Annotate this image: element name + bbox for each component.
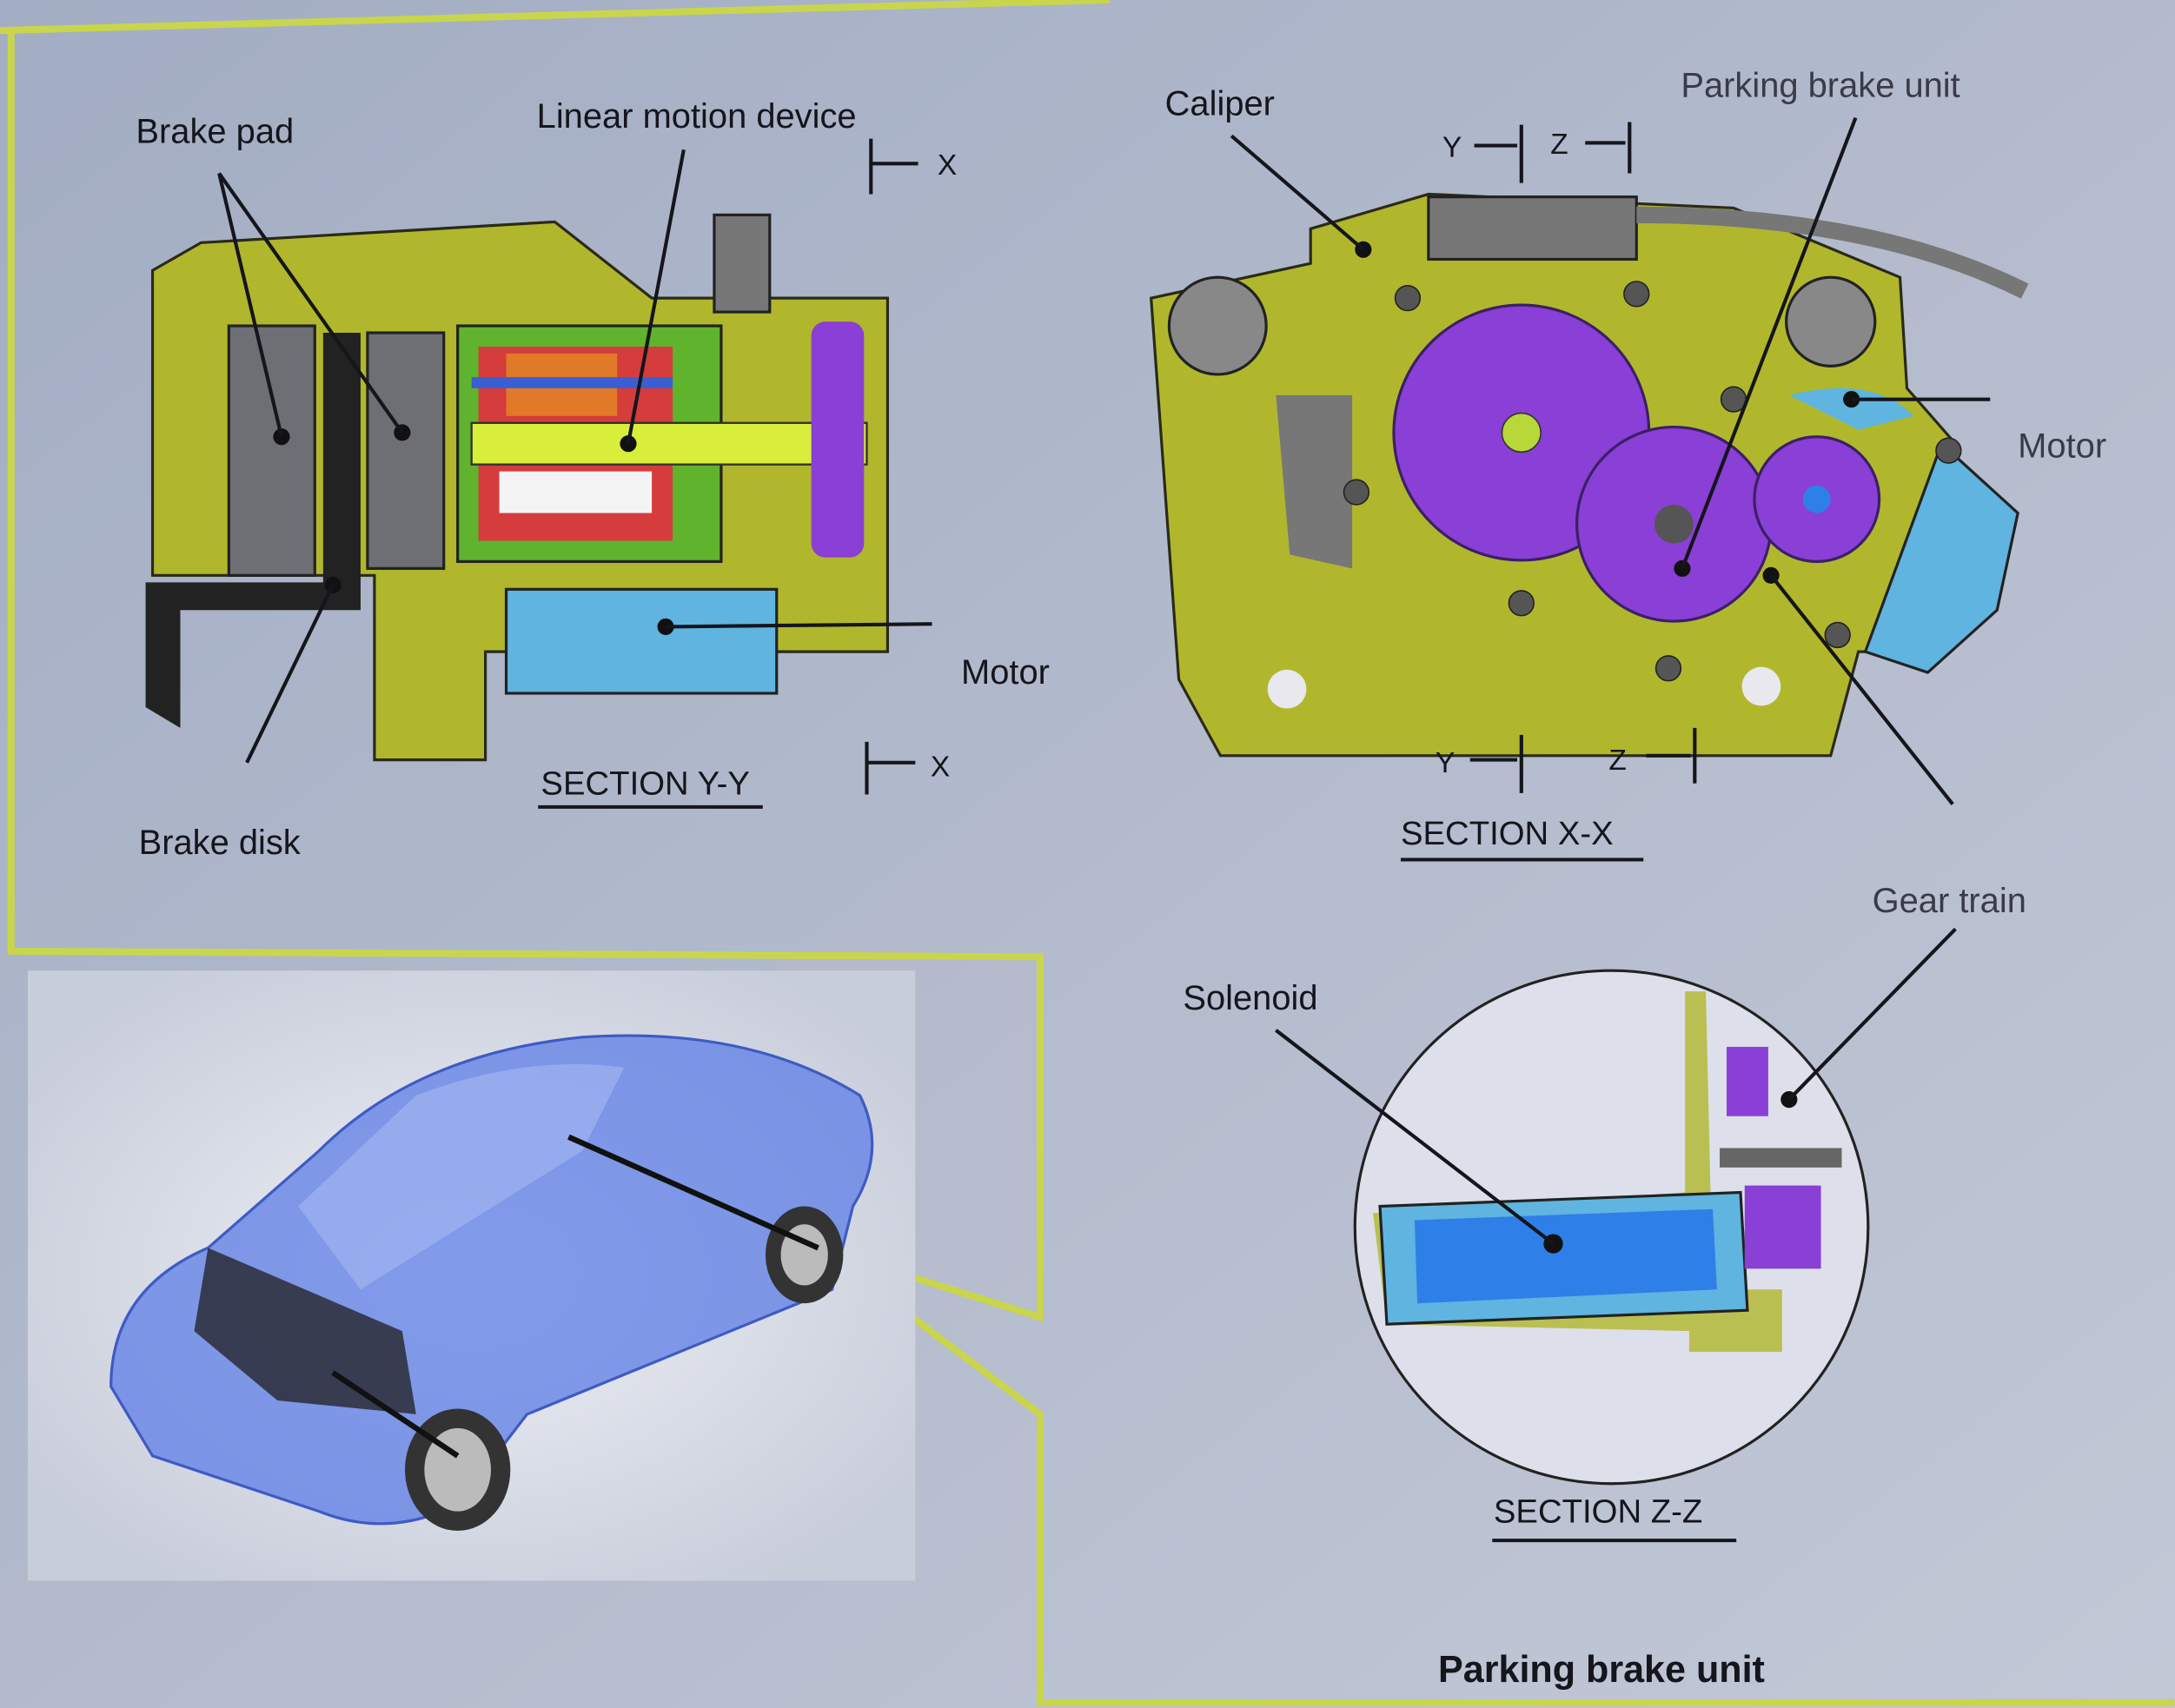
caption-parking-brake-unit: Parking brake unit [1438,1649,1765,1691]
section-yy-title: SECTION Y-Y [540,765,749,803]
section-marker-x-top: X [938,149,957,182]
label-motor-yy: Motor [961,653,1050,692]
label-linear-motion-device: Linear motion device [537,97,857,136]
section-marker-x-bottom: X [931,751,950,784]
label-solenoid: Solenoid [1183,979,1317,1017]
section-marker-y-top: Y [1442,131,1462,163]
label-caliper: Caliper [1165,84,1275,122]
label-parking-brake-unit: Parking brake unit [1681,67,1959,105]
car-illustration [27,970,916,1581]
section-xx-drawing [1149,116,2029,805]
section-zz-drawing [1275,927,1957,1486]
section-yy-labels: Brake pad Linear motion device X Motor B… [136,97,1050,862]
section-marker-z-bottom: Z [1608,745,1626,777]
section-marker-z-top: Z [1550,129,1568,161]
section-zz-title: SECTION Z-Z [1494,1493,1702,1530]
label-gear-train: Gear train [1873,882,2026,920]
label-brake-pad: Brake pad [136,112,294,150]
section-yy-drawing [145,138,932,795]
label-motor-xx: Motor [2018,427,2106,466]
section-zz-labels: Gear train Solenoid SECTION Z-Z [1183,882,2026,1543]
label-brake-disk: Brake disk [139,824,301,862]
section-xx-labels: Caliper Parking brake unit Motor Y Z Y Z… [1165,67,2106,862]
section-marker-y-bottom: Y [1436,747,1455,779]
section-xx-title: SECTION X-X [1401,815,1614,852]
